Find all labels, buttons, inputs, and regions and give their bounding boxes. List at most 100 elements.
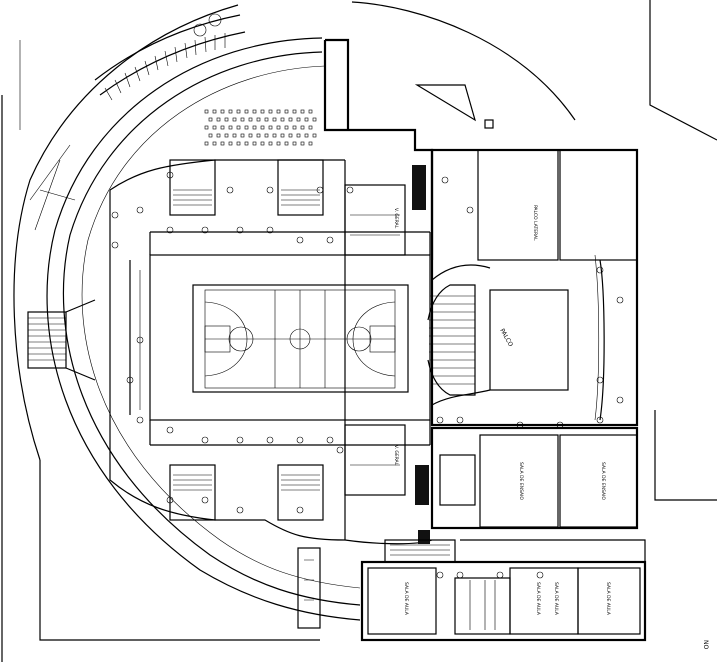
seat-dot <box>204 109 209 114</box>
column-marker <box>201 436 209 444</box>
column-marker <box>326 236 334 244</box>
seat-dot <box>228 109 233 114</box>
label-sala-aula-2: SALA DE AULA <box>535 582 541 616</box>
seat-dot <box>216 133 221 138</box>
seat-dot <box>248 133 253 138</box>
column-marker <box>136 416 144 424</box>
seat-dot <box>284 141 289 146</box>
seat-dot <box>292 125 297 130</box>
north-label: NO <box>702 640 709 649</box>
seat-dot <box>292 141 297 146</box>
column-marker <box>236 506 244 514</box>
seat-dot <box>272 133 277 138</box>
seat-dot <box>308 109 313 114</box>
column-marker <box>316 186 324 194</box>
column-marker <box>596 416 604 424</box>
left-entrance-stairs <box>27 299 96 381</box>
seat-dot <box>236 125 241 130</box>
seat-dot <box>272 117 277 122</box>
seat-dot <box>228 125 233 130</box>
column-marker <box>201 496 209 504</box>
seat-dot <box>268 109 273 114</box>
column-marker <box>166 496 174 504</box>
column-marker <box>516 421 524 429</box>
column-marker <box>266 436 274 444</box>
label-palco-lateral: PALCO LATERAL <box>532 205 538 241</box>
accessibility-icon <box>193 13 222 37</box>
column-marker <box>136 206 144 214</box>
seat-dot <box>212 141 217 146</box>
building-outline <box>109 38 434 545</box>
seat-dot <box>204 141 209 146</box>
label-vestiario-top: V. GERAL <box>393 208 399 229</box>
seat-dot <box>240 117 245 122</box>
column-marker <box>456 571 464 579</box>
column-marker <box>436 571 444 579</box>
seat-dot <box>300 125 305 130</box>
seat-dot <box>212 109 217 114</box>
seat-dot <box>260 141 265 146</box>
column-marker <box>296 506 304 514</box>
seat-dot <box>208 133 213 138</box>
seat-dot <box>292 109 297 114</box>
label-sala-ensaio-1: SALA DE ENSAIO <box>518 462 524 500</box>
seat-dot <box>280 133 285 138</box>
top-rooms <box>169 159 406 256</box>
seat-dot <box>216 117 221 122</box>
column-marker <box>166 171 174 179</box>
seat-dot <box>252 125 257 130</box>
seat-dot <box>300 109 305 114</box>
label-palco: PALCO <box>498 328 514 349</box>
classroom-block <box>360 539 647 642</box>
seat-dot <box>276 109 281 114</box>
seat-dot <box>224 133 229 138</box>
column-marker <box>266 186 274 194</box>
label-sala-aula-3: SALA DE AULA <box>553 582 559 616</box>
column-marker <box>616 296 624 304</box>
column-marker <box>296 236 304 244</box>
seat-dot <box>228 141 233 146</box>
column-marker <box>166 226 174 234</box>
parking-triangle <box>414 84 494 129</box>
seat-dot <box>276 141 281 146</box>
seat-dot <box>260 109 265 114</box>
label-sala-aula-1: SALA DE AULA <box>403 582 409 616</box>
column-marker <box>466 206 474 214</box>
seat-dot <box>304 117 309 122</box>
seat-dot <box>208 117 213 122</box>
seat-dot <box>280 117 285 122</box>
seat-dot <box>220 109 225 114</box>
court-surrounding-walls <box>129 231 431 446</box>
column-marker <box>616 396 624 404</box>
seat-dot <box>264 117 269 122</box>
seat-dot <box>236 141 241 146</box>
bottom-rooms <box>169 424 406 521</box>
column-marker <box>336 446 344 454</box>
column-marker <box>111 241 119 249</box>
seat-dot <box>264 133 269 138</box>
column-marker <box>266 226 274 234</box>
column-marker <box>556 421 564 429</box>
outer-ring-arcs <box>29 37 361 621</box>
column-marker <box>201 226 209 234</box>
seat-dot <box>312 117 317 122</box>
column-marker <box>456 416 464 424</box>
seat-dot <box>244 125 249 130</box>
label-sala-aula-4: SALA DE AULA <box>605 582 611 616</box>
seat-dot <box>252 141 257 146</box>
seat-dot <box>236 109 241 114</box>
column-marker <box>436 416 444 424</box>
seat-dot <box>268 125 273 130</box>
seat-dot <box>268 141 273 146</box>
column-marker <box>226 186 234 194</box>
column-marker <box>496 571 504 579</box>
structural-columns <box>111 171 624 579</box>
label-vestiario-bot: V. GERAL <box>393 445 399 466</box>
label-sala-ensaio-2: SALA DE ENSAIO <box>600 462 606 500</box>
seat-dot <box>212 125 217 130</box>
seat-dot <box>288 133 293 138</box>
seat-dot <box>284 125 289 130</box>
column-marker <box>236 226 244 234</box>
column-marker <box>166 426 174 434</box>
